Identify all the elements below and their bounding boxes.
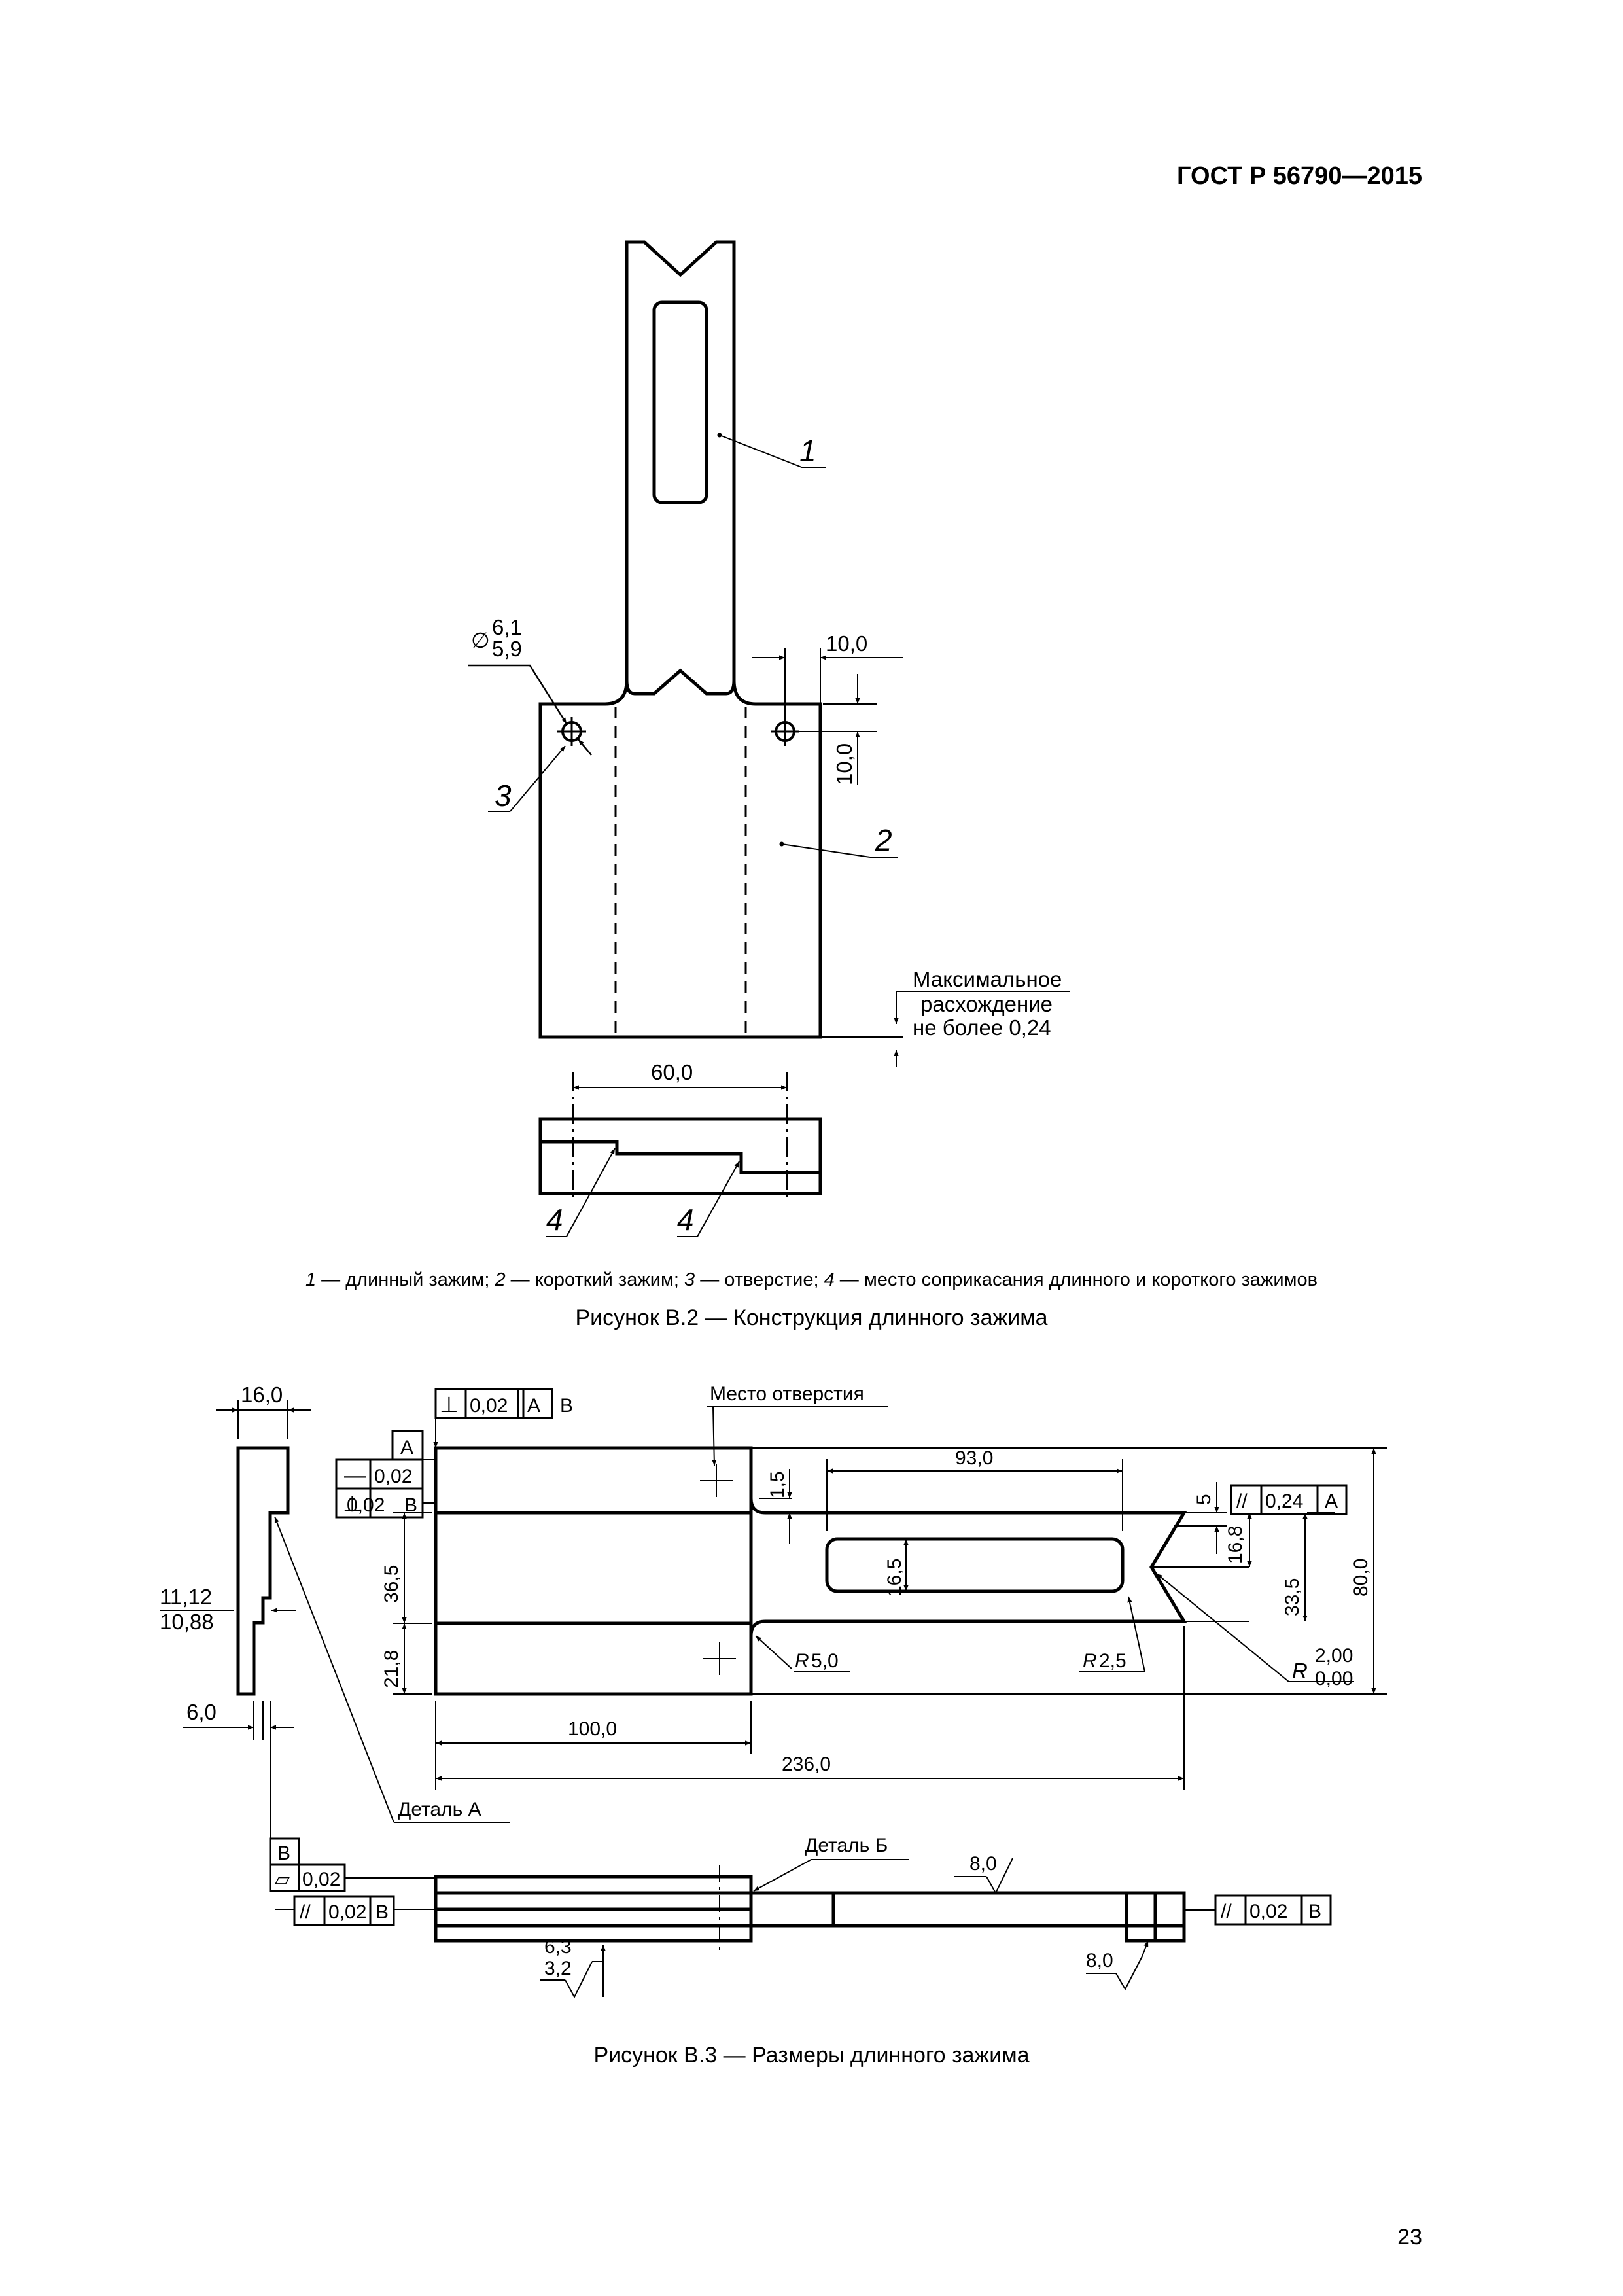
dim-21-8: 21,8 bbox=[381, 1650, 402, 1688]
figure-b2-texts: 1 2 3 4 4 ∅ 6,1 5,9 10,0 10,0 Максимальн… bbox=[471, 434, 1062, 1237]
perp-datum: B bbox=[404, 1494, 417, 1516]
flatness-value: 0,02 bbox=[302, 1869, 340, 1890]
figure-b3-caption: Рисунок В.3 — Размеры длинного зажима bbox=[593, 2043, 1030, 2068]
r-tip-symbol: R bbox=[1292, 1659, 1308, 1683]
offset-x-label: 10,0 bbox=[826, 631, 867, 656]
offset-y-label: 10,0 bbox=[832, 743, 856, 785]
dim-16: 16,0 bbox=[241, 1383, 283, 1407]
frame-top-symbol: ⊥ bbox=[440, 1392, 459, 1417]
datum-b: B bbox=[277, 1843, 290, 1864]
bottom-view bbox=[538, 1117, 822, 1195]
page-number: 23 bbox=[1397, 2225, 1422, 2250]
frame-top-datum-b: B bbox=[560, 1395, 573, 1417]
width-label: 60,0 bbox=[651, 1060, 693, 1084]
dim-5: 5 bbox=[1193, 1494, 1215, 1505]
frame-top-value: 0,02 bbox=[470, 1395, 508, 1417]
arm bbox=[749, 1448, 1187, 1636]
perp-value: 0,02 bbox=[347, 1494, 385, 1516]
par-bottom-symbol: // bbox=[1221, 1901, 1232, 1922]
note-line-3: не более 0,24 bbox=[913, 1016, 1051, 1040]
callout-2: 2 bbox=[875, 823, 892, 857]
document-header: ГОСТ Р 56790—2015 bbox=[1177, 162, 1422, 190]
figure-b3-texts: 16,0 11,12 10,88 6,0 ⊥ 0,02 A B A — 0,02… bbox=[160, 1383, 1372, 1979]
r2-5-value: 2,5 bbox=[1099, 1650, 1126, 1672]
figure-b2-legend: 1 — длинный зажим; 2 — короткий зажим; 3… bbox=[0, 1269, 1623, 1291]
r-tip-min: 0,00 bbox=[1315, 1668, 1353, 1689]
par-bottom-value: 0,02 bbox=[1249, 1901, 1287, 1922]
callout-4b: 4 bbox=[677, 1203, 694, 1237]
legend-num-4: 4 bbox=[824, 1269, 835, 1290]
detail-a-label: Деталь А bbox=[398, 1799, 481, 1820]
roughness-8-top: 8,0 bbox=[969, 1853, 997, 1875]
roughness-6-3: 6,3 bbox=[544, 1936, 572, 1958]
legend-text-2: — короткий зажим; bbox=[505, 1269, 685, 1290]
r5-symbol: R bbox=[795, 1650, 809, 1672]
legend-text-3: — отверстие; bbox=[695, 1269, 824, 1290]
legend-num-3: 3 bbox=[684, 1269, 695, 1290]
legend-num-1: 1 bbox=[305, 1269, 317, 1290]
perp-symbol: ⊥ bbox=[343, 1492, 362, 1516]
datum-a: A bbox=[400, 1437, 413, 1458]
par-left-value: 0,02 bbox=[328, 1901, 366, 1923]
par-right-datum: A bbox=[1325, 1491, 1338, 1512]
dim-80: 80,0 bbox=[1350, 1559, 1372, 1597]
straightness-value: 0,02 bbox=[374, 1466, 412, 1487]
figure-b2-caption: Рисунок В.2 — Конструкция длинного зажим… bbox=[575, 1305, 1048, 1330]
r2-5-symbol: R bbox=[1083, 1650, 1097, 1672]
dim-100: 100,0 bbox=[568, 1718, 617, 1740]
roughness-8-bottom: 8,0 bbox=[1086, 1950, 1113, 1971]
side-view-arm bbox=[749, 1891, 1186, 1928]
dim-16-5: 16,5 bbox=[884, 1559, 905, 1597]
long-clamp bbox=[538, 240, 822, 1039]
r5-value: 5,0 bbox=[811, 1650, 839, 1672]
dim-1-5: 1,5 bbox=[767, 1471, 788, 1498]
par-right-symbol: // bbox=[1236, 1491, 1248, 1512]
note-line-1: Максимальное bbox=[913, 967, 1062, 991]
par-left-datum: B bbox=[375, 1901, 389, 1923]
hole-diameter-min: 5,9 bbox=[492, 637, 522, 661]
callout-4a: 4 bbox=[546, 1203, 563, 1237]
par-left-symbol: // bbox=[300, 1901, 311, 1923]
callout-3: 3 bbox=[495, 779, 512, 813]
hole-diameter-max: 6,1 bbox=[492, 615, 522, 639]
straightness-symbol: — bbox=[344, 1463, 366, 1487]
hole-place-label: Место отверстия bbox=[710, 1383, 864, 1405]
diameter-symbol: ∅ bbox=[471, 628, 490, 652]
par-right-value: 0,24 bbox=[1265, 1491, 1303, 1512]
legend-text-4: — место соприкасания длинного и коротког… bbox=[834, 1269, 1318, 1290]
note-line-2: расхождение bbox=[920, 992, 1053, 1016]
figure-b2-drawing bbox=[468, 240, 1070, 1237]
figure-b3-drawing bbox=[160, 1388, 1387, 1999]
dim-33-5: 33,5 bbox=[1282, 1578, 1303, 1616]
dim-36-5: 36,5 bbox=[381, 1565, 402, 1603]
legend-text-1: — длинный зажим; bbox=[316, 1269, 495, 1290]
flatness-symbol: ▱ bbox=[275, 1869, 290, 1890]
dim-11-max: 11,12 bbox=[160, 1585, 212, 1609]
dim-236: 236,0 bbox=[782, 1754, 831, 1775]
r-tip-max: 2,00 bbox=[1315, 1645, 1353, 1667]
dim-6: 6,0 bbox=[186, 1700, 217, 1724]
dim-93: 93,0 bbox=[955, 1447, 993, 1469]
arm-slot bbox=[825, 1537, 1125, 1593]
frame-top-datum-a: A bbox=[527, 1395, 540, 1417]
callout-1: 1 bbox=[799, 434, 816, 468]
par-bottom-datum: B bbox=[1308, 1901, 1321, 1922]
detail-a-profile bbox=[236, 1446, 290, 1696]
main-plate bbox=[434, 1446, 753, 1696]
dim-11-min: 10,88 bbox=[160, 1610, 214, 1634]
dim-16-8: 16,8 bbox=[1225, 1526, 1246, 1564]
detail-b-label: Деталь Б bbox=[805, 1835, 888, 1856]
legend-num-2: 2 bbox=[495, 1269, 506, 1290]
long-clamp-slot bbox=[652, 300, 708, 504]
roughness-3-2: 3,2 bbox=[544, 1958, 572, 1979]
